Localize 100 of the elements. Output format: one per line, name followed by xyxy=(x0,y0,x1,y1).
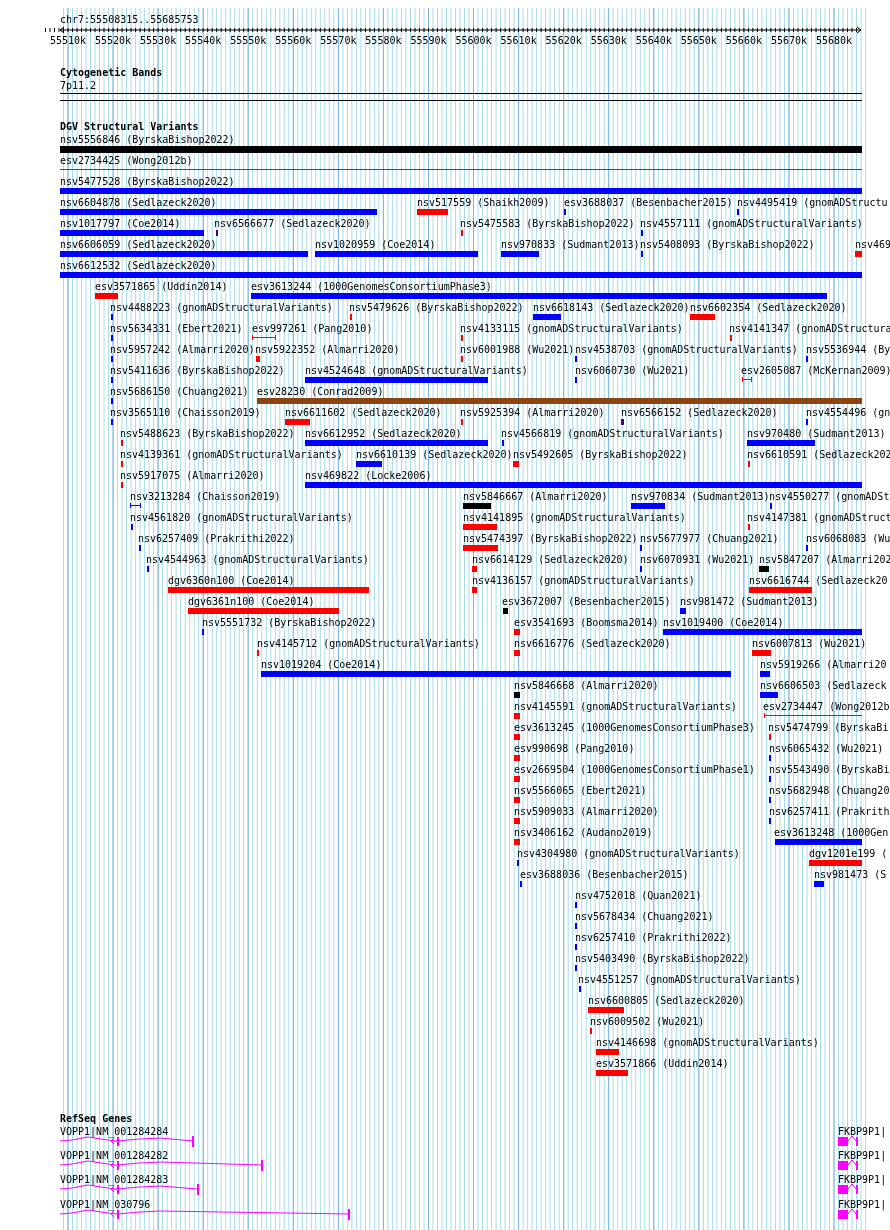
tick-label: 55510k xyxy=(49,35,87,47)
variant-label: esv3688037 (Besenbacher2015) xyxy=(564,197,733,209)
variant-label: nsv6065432 (Wu2021) xyxy=(769,743,884,755)
region-label: chr7:55508315..55685753 xyxy=(60,14,199,26)
variant-label: nsv981472 (Sudmant2013) xyxy=(680,596,819,608)
variant-label: nsv4551257 (gnomADStructuralVariants) xyxy=(578,974,801,986)
variant-label: nsv5474799 (ByrskaBi xyxy=(768,722,889,734)
tick-label: 55640k xyxy=(635,35,672,47)
track-title: RefSeq Genes xyxy=(60,1113,133,1125)
variant-label: nsv5477528 (ByrskaBishop2022) xyxy=(60,176,235,188)
gene-label: FKBP9P1| xyxy=(838,1126,887,1138)
gene-label: FKBP9P1| xyxy=(838,1199,887,1211)
tick-label: 55550k xyxy=(230,35,267,47)
variant-label: nsv970480 (Sudmant2013) xyxy=(747,428,886,440)
variant-label: nsv5682948 (Chuang20 xyxy=(769,785,890,797)
variant-label: nsv4304980 (gnomADStructuralVariants) xyxy=(517,848,740,860)
tick-label: 55650k xyxy=(680,35,717,47)
variant-label: nsv4544963 (gnomADStructuralVariants) xyxy=(146,554,369,566)
variant-label: nsv5403490 (ByrskaBishop2022) xyxy=(575,953,750,965)
variant-label: nsv4554496 (gn xyxy=(806,407,890,419)
variant-label: nsv5909033 (Almarri2020) xyxy=(514,806,659,818)
tick-label: 55530k xyxy=(140,35,177,47)
track-title: DGV Structural Variants xyxy=(60,121,199,133)
variant-label: nsv6602354 (Sedlazeck2020) xyxy=(690,302,847,314)
variant-label: nsv5488623 (ByrskaBishop2022) xyxy=(120,428,295,440)
variant-label: nsv4495419 (gnomADStructu xyxy=(737,197,888,209)
variant-label: nsv3406162 (Audano2019) xyxy=(514,827,653,839)
variant-label: nsv4147381 (gnomADStruct xyxy=(747,512,890,524)
variant-label: nsv5634331 (Ebert2021) xyxy=(110,323,243,335)
variant-label: esv3672007 (Besenbacher2015) xyxy=(502,596,671,608)
tick-label: 55590k xyxy=(410,35,447,47)
variant-label: nsv6606503 (Sedlazeck xyxy=(760,680,887,692)
variant-label: nsv6616744 (Sedlazeck20 xyxy=(749,575,888,587)
variant-label: nsv6257411 (Prakrith xyxy=(769,806,890,818)
variant-label: nsv970834 (Sudmant2013) xyxy=(631,491,770,503)
variant-label: nsv5492605 (ByrskaBishop2022) xyxy=(513,449,688,461)
variant-label: nsv5408093 (ByrskaBishop2022) xyxy=(640,239,815,251)
gene-label: VOPP1|NM_001284283 xyxy=(60,1174,169,1186)
variant-label: nsv4550277 (gnomADSt xyxy=(769,491,890,503)
variant-label: nsv5686150 (Chuang2021) xyxy=(110,386,249,398)
tick-label: 55540k xyxy=(185,35,222,47)
variant-label: esv3571865 (Uddin2014) xyxy=(95,281,228,293)
variant-label: nsv1019204 (Coe2014) xyxy=(261,659,382,671)
variant-label: esv997261 (Pang2010) xyxy=(252,323,373,335)
gene-label: FKBP9P1| xyxy=(838,1174,887,1186)
variant-label: dgv6361n100 (Coe2014) xyxy=(188,596,315,608)
variant-label: nsv981473 (S xyxy=(814,869,887,881)
variant-label: nsv6068083 (Wu xyxy=(806,533,890,545)
variant-label: nsv4538703 (gnomADStructuralVariants) xyxy=(575,344,798,356)
gene-label: VOPP1|NM_001284284 xyxy=(60,1126,169,1138)
tick-label: 55600k xyxy=(455,35,492,47)
variant-label: esv3541693 (Boomsma2014) xyxy=(514,617,659,629)
variant-label: nsv4561820 (gnomADStructuralVariants) xyxy=(130,512,353,524)
tick-label: 55620k xyxy=(545,35,582,47)
tick-label: 55570k xyxy=(320,35,357,47)
variant-label: nsv3213284 (Chaisson2019) xyxy=(130,491,281,503)
variant-label: nsv469822 (Locke2006) xyxy=(305,470,432,482)
variant-label: nsv5677977 (Chuang2021) xyxy=(640,533,779,545)
variant-label: nsv6257409 (Prakrithi2022) xyxy=(138,533,295,545)
gene-label: VOPP1|NM_030796 xyxy=(60,1199,151,1211)
variant-label: esv2734447 (Wong2012b xyxy=(763,701,890,713)
variant-label: nsv6007813 (Wu2021) xyxy=(752,638,867,650)
tick-label: 55560k xyxy=(275,35,312,47)
variant-label: nsv5475583 (ByrskaBishop2022) xyxy=(460,218,635,230)
variant-label: nsv5846667 (Almarri2020) xyxy=(463,491,608,503)
variant-label: esv2669504 (1000GenomesConsortiumPhase1) xyxy=(514,764,755,776)
variant-label: nsv4752018 (Quan2021) xyxy=(575,890,702,902)
variant-label: nsv5922352 (Almarri2020) xyxy=(255,344,400,356)
variant-label: nsv4566819 (gnomADStructuralVariants) xyxy=(501,428,724,440)
variant-label: nsv517559 (Shaikh2009) xyxy=(417,197,550,209)
tick-label: 55520k xyxy=(95,35,132,47)
variant-label: nsv6612532 (Sedlazeck2020) xyxy=(60,260,217,272)
variant-label: nsv5678434 (Chuang2021) xyxy=(575,911,714,923)
variant-label: nsv4557111 (gnomADStructuralVariants) xyxy=(640,218,863,230)
variant-label: nsv469 xyxy=(855,239,890,251)
variant-label: nsv5847207 (Almarri202 xyxy=(759,554,890,566)
variant-label: esv3688036 (Besenbacher2015) xyxy=(520,869,689,881)
variant-label: nsv5479626 (ByrskaBishop2022) xyxy=(349,302,524,314)
variant-label: nsv6616776 (Sedlazeck2020) xyxy=(514,638,671,650)
variant-label: esv3613244 (1000GenomesConsortiumPhase3) xyxy=(251,281,492,293)
tick-label: 55580k xyxy=(365,35,402,47)
variant-label: nsv6610139 (Sedlazeck2020) xyxy=(356,449,513,461)
variant-label: esv2605087 (McKernan2009) xyxy=(741,365,890,377)
variant-label: nsv5846668 (Almarri2020) xyxy=(514,680,659,692)
variant-label: esv3613245 (1000GenomesConsortiumPhase3) xyxy=(514,722,755,734)
variant-label: nsv6060730 (Wu2021) xyxy=(575,365,690,377)
variant-label: esv990698 (Pang2010) xyxy=(514,743,635,755)
variant-label: nsv5957242 (Almarri2020) xyxy=(110,344,255,356)
variant-label: nsv1020959 (Coe2014) xyxy=(315,239,436,251)
variant-label: nsv6618143 (Sedlazeck2020) xyxy=(533,302,690,314)
variant-label: nsv1019400 (Coe2014) xyxy=(663,617,784,629)
gene-label: FKBP9P1| xyxy=(838,1150,887,1162)
variant-label: nsv5556846 (ByrskaBishop2022) xyxy=(60,134,235,146)
variant-label: nsv1017797 (Coe2014) xyxy=(60,218,181,230)
tick-label: 55680k xyxy=(815,35,853,47)
variant-label: nsv6614129 (Sedlazeck2020) xyxy=(472,554,629,566)
variant-label: nsv4139361 (gnomADStructuralVariants) xyxy=(120,449,343,461)
variant-label: nsv4141895 (gnomADStructuralVariants) xyxy=(463,512,686,524)
tick-label: 55670k xyxy=(770,35,807,47)
band-label: 7p11.2 xyxy=(60,80,97,92)
